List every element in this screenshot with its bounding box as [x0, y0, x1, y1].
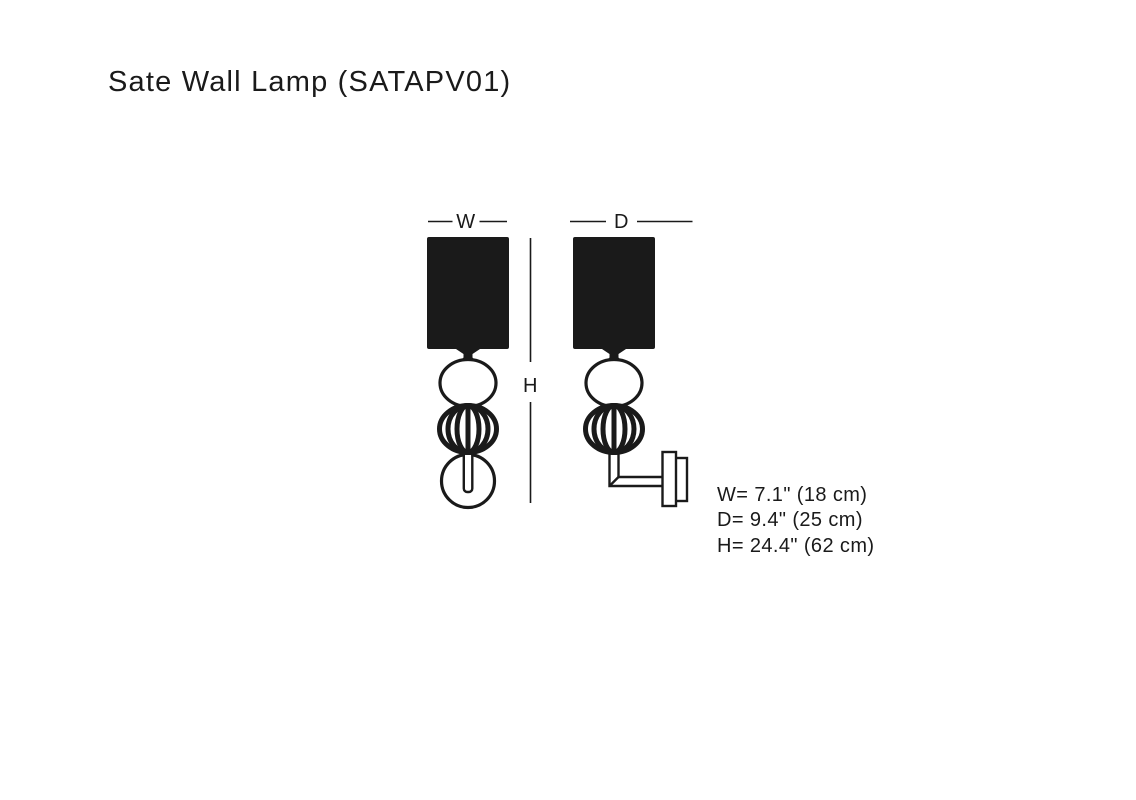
width-dim-line: W — [428, 211, 507, 233]
wall-plate-back — [674, 456, 689, 503]
glass-sphere-side — [584, 357, 644, 409]
lampshade-side — [573, 237, 655, 349]
height-dim-line: H — [523, 238, 538, 503]
side-view-drawing — [573, 237, 689, 508]
wall-plate-front — [661, 450, 678, 508]
bracket-arm-side — [608, 450, 666, 488]
spec-width: W= 7.1" (18 cm) — [717, 484, 868, 506]
ribbed-globe-side — [583, 403, 645, 455]
page-title: Sate Wall Lamp (SATAPV01) — [108, 66, 512, 98]
bracket-elbow-bevel — [608, 476, 620, 487]
height-dim-label: H — [523, 375, 538, 397]
stem-rod-front — [462, 450, 474, 494]
front-view-drawing — [427, 237, 509, 510]
ribbed-globe-front — [437, 403, 499, 455]
width-dim-label: W — [456, 211, 475, 233]
lampshade-front — [427, 237, 509, 349]
depth-dim-label: D — [614, 211, 629, 233]
spec-height: H= 24.4" (62 cm) — [717, 534, 875, 557]
depth-dim-line: D — [570, 211, 693, 233]
glass-sphere-front — [438, 357, 498, 409]
spec-list: W= 7.1" (18 cm) D= 9.4" (25 cm) H= 24.4"… — [717, 483, 874, 559]
spec-depth: D= 9.4" (25 cm) — [717, 509, 863, 532]
dimension-diagram: W D H — [427, 211, 693, 510]
